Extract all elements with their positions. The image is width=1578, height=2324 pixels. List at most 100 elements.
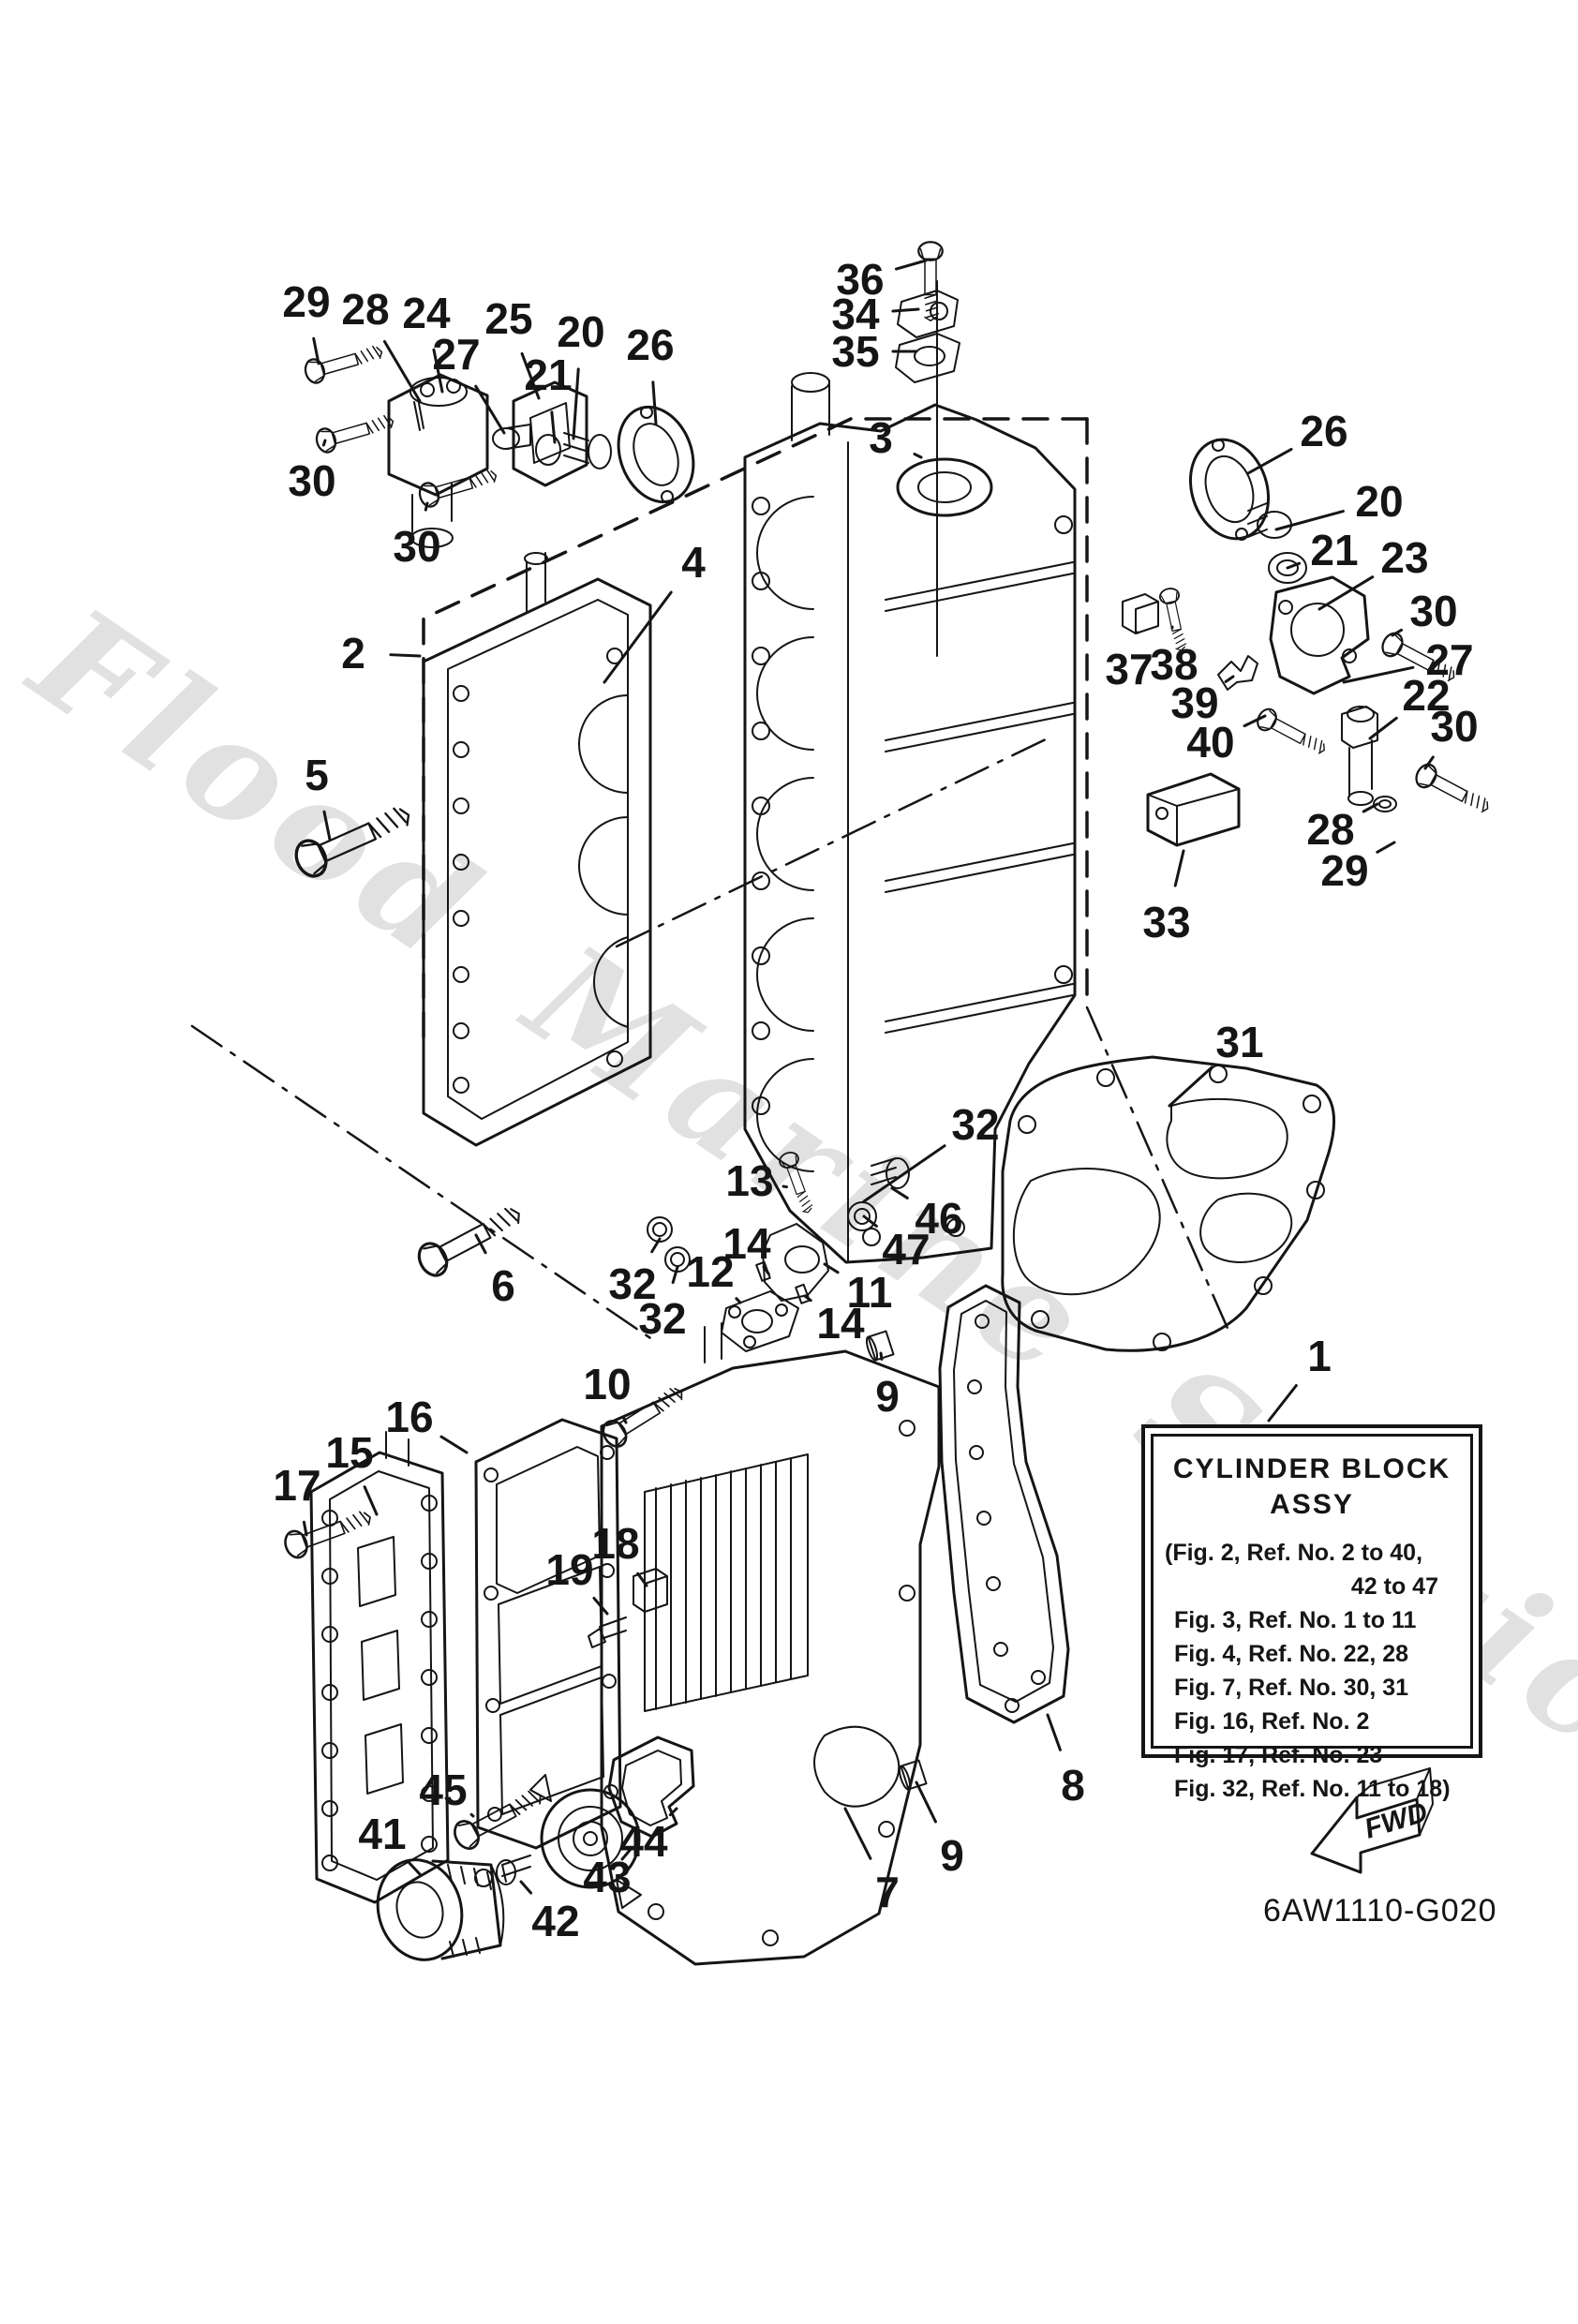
- leader-line: [302, 1520, 308, 1537]
- leader-line: [432, 348, 444, 394]
- water-pump-cluster: [376, 1736, 695, 1961]
- callout-1: 1: [1307, 1332, 1332, 1380]
- callout-30: 30: [288, 456, 335, 505]
- callout-16: 16: [385, 1393, 433, 1441]
- drawing-code: 6AW1110-G020: [1263, 1893, 1497, 1929]
- callout-47: 47: [882, 1225, 930, 1274]
- leader-line: [1224, 675, 1235, 683]
- callout-35: 35: [831, 327, 879, 376]
- callout-46: 46: [915, 1194, 962, 1243]
- leader-line: [1376, 841, 1396, 854]
- leader-line: [363, 1485, 379, 1516]
- leader-line: [782, 1184, 788, 1189]
- callout-29: 29: [282, 277, 330, 326]
- leader-line: [879, 1351, 884, 1361]
- info-box-ref-lines: (Fig. 2, Ref. No. 2 to 40, 42 to 47 Fig.…: [1154, 1536, 1470, 1806]
- leader-line: [1243, 714, 1267, 728]
- leader-line: [862, 1144, 946, 1203]
- ref-line: Fig. 4, Ref. No. 22, 28: [1174, 1641, 1409, 1667]
- callout-11: 11: [847, 1268, 893, 1317]
- callout-32: 32: [638, 1294, 686, 1343]
- callout-45: 45: [419, 1765, 467, 1814]
- leader-line: [913, 453, 923, 459]
- anode-cover-stack: [895, 241, 960, 383]
- leader-line: [1423, 755, 1435, 770]
- crankcase-half: [422, 552, 652, 1147]
- leader-line: [469, 1812, 475, 1818]
- leader-line: [1391, 628, 1404, 637]
- callout-43: 43: [583, 1853, 631, 1901]
- info-box-title-line2: ASSY: [1270, 1489, 1354, 1520]
- ref-line: 42 to 47: [1350, 1573, 1438, 1600]
- callout-42: 42: [531, 1897, 579, 1945]
- leader-line: [862, 1214, 878, 1228]
- leader-line: [650, 1237, 662, 1254]
- callout-37: 37: [1105, 645, 1153, 693]
- info-box-title-line1: CYLINDER BLOCK: [1172, 1453, 1451, 1484]
- leader-line: [1362, 802, 1379, 813]
- leader-line: [823, 1262, 840, 1274]
- long-bolts: [289, 797, 528, 1282]
- leader-line: [735, 1297, 742, 1304]
- callout-31: 31: [1215, 1018, 1263, 1066]
- leader-line: [406, 1859, 422, 1876]
- leader-line: [1286, 561, 1302, 570]
- fastener-parts: [280, 1378, 691, 1648]
- info-box-inner: CYLINDER BLOCK ASSY (Fig. 2, Ref. No. 2 …: [1151, 1434, 1473, 1802]
- callout-3: 3: [869, 413, 893, 462]
- callout-30: 30: [1409, 587, 1457, 635]
- callout-24: 24: [402, 289, 451, 337]
- callout-23: 23: [1380, 533, 1428, 582]
- leader-line: [1317, 575, 1375, 611]
- ref-line: Fig. 17, Ref. No. 23: [1174, 1742, 1383, 1768]
- fitting-cluster-right: [1122, 438, 1495, 821]
- callout-9: 9: [940, 1831, 964, 1880]
- callout-10: 10: [583, 1360, 631, 1408]
- leader-line: [890, 1186, 909, 1199]
- leader-line: [671, 1265, 679, 1285]
- exhaust-gasket: [1001, 1055, 1336, 1352]
- callout-20: 20: [557, 307, 604, 356]
- leader-line: [915, 1780, 937, 1824]
- callout-29: 29: [1320, 846, 1368, 895]
- leader-line: [843, 1807, 872, 1860]
- callout-30: 30: [1430, 702, 1478, 751]
- leader-line: [1168, 1065, 1213, 1108]
- leader-line: [572, 367, 580, 440]
- leader-line: [1046, 1713, 1062, 1751]
- crankcase-gasket: [938, 1284, 1070, 1724]
- leader-line: [894, 259, 928, 271]
- callout-38: 38: [1150, 640, 1198, 689]
- callout-25: 25: [484, 294, 532, 343]
- leader-line: [474, 384, 506, 435]
- callout-7: 7: [875, 1868, 900, 1916]
- leader-line: [520, 351, 541, 400]
- side-cover: [309, 1431, 450, 1904]
- side-cover-gasket: [474, 1418, 622, 1850]
- callout-21: 21: [524, 350, 572, 399]
- callout-27: 27: [432, 330, 480, 379]
- callout-22: 22: [1402, 671, 1450, 720]
- callout-32: 32: [951, 1100, 999, 1149]
- leader-line: [519, 1880, 533, 1895]
- callout-5: 5: [305, 751, 329, 799]
- callout-30: 30: [393, 522, 440, 571]
- callout-13: 13: [725, 1156, 773, 1205]
- leader-line: [474, 1233, 487, 1255]
- callout-19: 19: [545, 1545, 593, 1594]
- leader-line: [322, 810, 332, 842]
- callout-17: 17: [273, 1461, 320, 1510]
- callout-8: 8: [1061, 1761, 1085, 1810]
- ref-line: Fig. 7, Ref. No. 30, 31: [1174, 1675, 1409, 1701]
- callout-41: 41: [358, 1810, 406, 1858]
- callout-39: 39: [1170, 678, 1218, 727]
- callout-9: 9: [875, 1372, 900, 1421]
- thermostat-assembly: [301, 339, 695, 548]
- leader-line: [803, 1294, 812, 1303]
- callout-28: 28: [1306, 805, 1354, 854]
- leader-line: [651, 380, 658, 425]
- callout-6: 6: [491, 1261, 515, 1310]
